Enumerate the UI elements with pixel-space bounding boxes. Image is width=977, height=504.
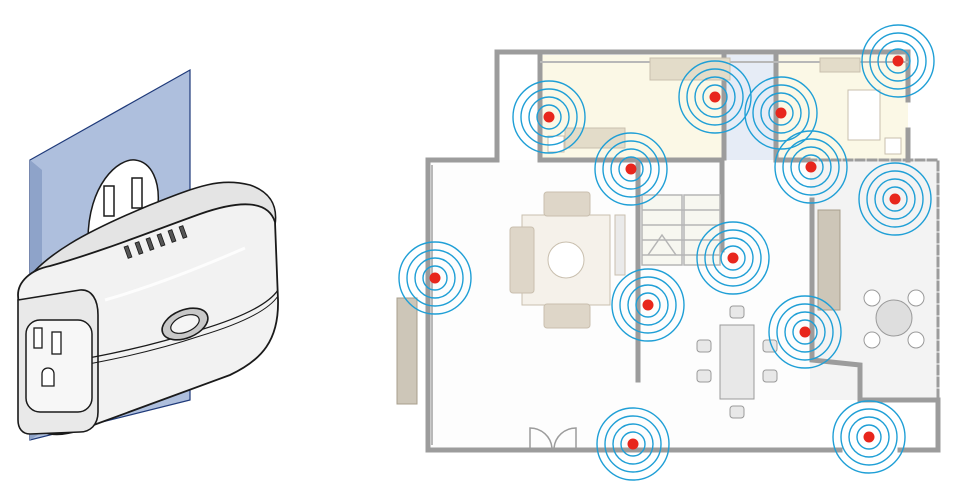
wireless-node-icon — [768, 295, 842, 369]
stairs — [641, 194, 721, 266]
wireless-node-icon — [861, 24, 935, 98]
wireless-node-icon — [774, 130, 848, 204]
upper-room-furniture — [547, 57, 902, 155]
wireless-node-icon — [858, 162, 932, 236]
wireless-node-icon — [832, 400, 906, 474]
wireless-node-icon — [678, 60, 752, 134]
right-bench — [817, 209, 841, 311]
dining-set — [696, 305, 778, 419]
wireless-node-icon — [611, 268, 685, 342]
wireless-node-icon — [512, 80, 586, 154]
front-outlet — [25, 319, 93, 413]
entry-door — [529, 427, 577, 449]
power-button — [161, 307, 209, 341]
vent-slots — [123, 225, 188, 259]
wireless-node-icon — [596, 407, 670, 481]
smart-plug-illustration — [17, 68, 279, 441]
wireless-node-icon — [744, 76, 818, 150]
floor-plan — [396, 49, 941, 453]
wireless-node-icon — [696, 221, 770, 295]
living-room-furniture — [509, 191, 626, 329]
left-bench — [396, 297, 418, 405]
wireless-nodes — [398, 24, 935, 481]
round-table — [863, 289, 925, 349]
wireless-node-icon — [398, 241, 472, 315]
wireless-node-icon — [594, 132, 668, 206]
